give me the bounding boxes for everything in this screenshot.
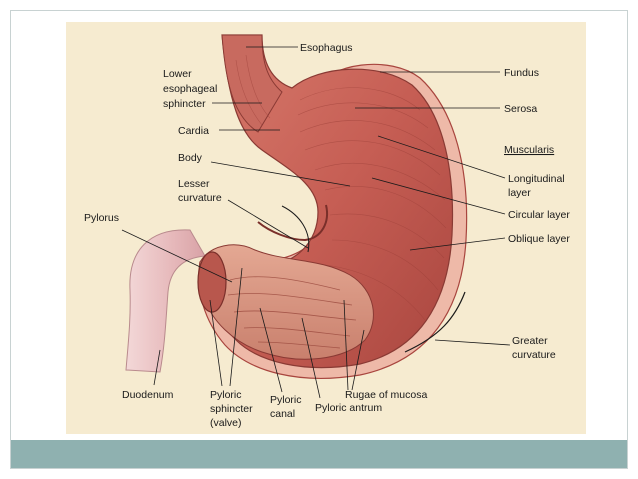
label-rugae-of-mucosa: Rugae of mucosa [345, 389, 427, 401]
label-pyloric-sphincter: Pyloric sphincter (valve) [210, 389, 256, 429]
label-serosa: Serosa [504, 103, 537, 115]
slide-footer-bar [11, 440, 627, 468]
greater-curvature-arrow [404, 291, 466, 353]
label-oblique-layer: Oblique layer [508, 233, 570, 245]
lesser-curvature-arrow [281, 205, 310, 253]
stomach-anatomy-diagram: Esophagus Lower esophageal sphincter Car… [84, 34, 570, 429]
label-esophagus: Esophagus [300, 42, 353, 54]
label-greater-curvature: Greater curvature [512, 335, 556, 361]
label-muscularis: Muscularis [504, 144, 554, 156]
label-pyloric-antrum: Pyloric antrum [315, 402, 382, 414]
label-duodenum: Duodenum [122, 389, 174, 401]
lesser-curvature-notch [257, 204, 328, 242]
stomach-figure: Esophagus Lower esophageal sphincter Car… [66, 22, 586, 434]
label-lesser-curvature: Lesser curvature [178, 178, 222, 204]
label-longitudinal-layer: Longitudinal layer [508, 173, 568, 199]
leader-lines [121, 46, 511, 399]
label-pyloric-canal: Pyloric canal [270, 394, 304, 420]
label-pylorus: Pylorus [84, 212, 119, 224]
duodenum-shape [125, 229, 206, 373]
pyloric-sphincter-ring [197, 251, 227, 313]
label-lower-esophageal-sphincter: Lower esophageal sphincter [163, 68, 220, 110]
label-circular-layer: Circular layer [508, 209, 570, 221]
label-body: Body [178, 152, 203, 164]
label-fundus: Fundus [504, 67, 539, 79]
label-cardia: Cardia [178, 125, 209, 137]
